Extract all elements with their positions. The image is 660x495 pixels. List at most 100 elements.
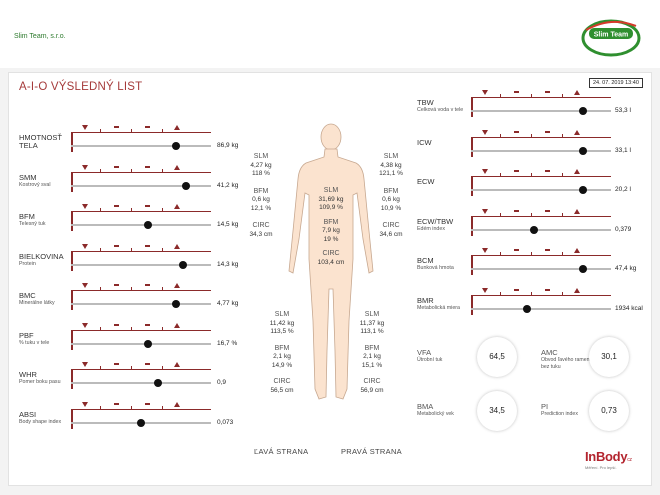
scale-start-bar xyxy=(71,211,73,231)
left-metric-scale xyxy=(71,204,211,234)
normal-range-mark xyxy=(144,363,150,365)
scale-tick xyxy=(562,212,563,217)
logo-text: Slim Team xyxy=(594,32,629,39)
left-metric-label: PBF% tuku v tele xyxy=(19,331,74,347)
left-metric-scale xyxy=(71,322,211,353)
left-metric-marker xyxy=(144,221,152,229)
seg-right-arm-slm-label: SLM xyxy=(383,153,399,160)
scale-tick xyxy=(500,291,502,296)
seg-left-leg-slm-kg: 11,42 kg xyxy=(269,319,295,327)
vfa-title: VFA xyxy=(417,348,432,357)
inbody-name: InBody xyxy=(585,449,628,464)
left-metric-marker xyxy=(181,181,190,190)
high-arrow-icon xyxy=(574,169,581,174)
right-metric-title: BCM xyxy=(417,256,434,265)
scale-track xyxy=(471,228,611,231)
low-arrow-icon xyxy=(82,283,88,288)
normal-range-mark xyxy=(544,288,550,291)
right-metric-scale xyxy=(471,208,611,239)
scale-track xyxy=(71,303,211,305)
bma-sub: Metabolický vek xyxy=(417,411,454,417)
low-arrow-icon xyxy=(482,90,488,95)
right-metric-value: 1934 kcal xyxy=(615,304,643,312)
right-metric-subtitle: Edém index xyxy=(417,225,445,232)
slim-team-logo: Slim Team xyxy=(581,19,641,57)
high-arrow-icon xyxy=(574,208,581,214)
scale-line xyxy=(71,290,211,291)
scale-tick xyxy=(131,208,133,212)
scale-tick xyxy=(531,252,533,256)
scale-line xyxy=(71,250,211,252)
scale-track xyxy=(71,263,211,266)
high-arrow-icon xyxy=(574,248,581,253)
low-arrow-icon xyxy=(482,208,488,214)
normal-range-mark xyxy=(113,165,119,168)
scale-tick xyxy=(131,366,133,370)
amc-circle: 30,1 xyxy=(589,337,629,377)
body-silhouette xyxy=(288,123,374,400)
scale-tick xyxy=(131,247,133,252)
scale-tick xyxy=(131,129,133,133)
scale-line xyxy=(71,408,211,410)
normal-range-mark xyxy=(144,402,150,405)
scale-track xyxy=(71,184,211,187)
seg-right-leg-circ: 56,9 cm xyxy=(360,386,384,394)
vfa-circle: 64,5 xyxy=(477,337,517,377)
left-metric-scale xyxy=(71,283,211,313)
seg-trunk-slm-pct: 109,9 % xyxy=(319,204,343,211)
left-metric-subtitle: Telesný tuk xyxy=(19,221,46,227)
seg-right-arm-slm-kg: 4,38 kg xyxy=(380,161,402,169)
left-metric-value: 0,9 xyxy=(217,379,227,386)
low-arrow-icon xyxy=(482,287,488,293)
left-metric-title: BFM xyxy=(19,212,35,221)
low-arrow-icon xyxy=(82,362,88,367)
left-metric-value: 14,5 kg xyxy=(217,221,239,228)
scale-tick xyxy=(562,133,563,138)
inbody-suffix: cz xyxy=(627,457,632,463)
scale-track xyxy=(71,342,211,345)
scale-track xyxy=(71,224,211,226)
normal-range-mark xyxy=(513,209,519,212)
seg-left-leg-slm-label: SLM xyxy=(274,311,290,318)
right-metric-scale xyxy=(471,248,611,278)
right-metric-subtitle: Celková voda v tele xyxy=(417,107,464,113)
scale-tick xyxy=(531,291,533,296)
scale-tick xyxy=(162,326,163,331)
scale-line xyxy=(71,369,211,370)
seg-left-arm-bfm-label: BFM xyxy=(253,187,269,195)
seg-left-arm-circ-label: CIRC xyxy=(252,222,270,229)
normal-range-mark xyxy=(513,249,519,251)
amc-title: AMC xyxy=(541,348,558,357)
normal-range-mark xyxy=(144,165,150,168)
left-metric-title: HMOTNOSŤ TELA xyxy=(19,133,62,150)
scale-tick xyxy=(100,168,102,173)
right-metric-title: BMR xyxy=(417,295,434,305)
left-metric-subtitle: Kostrový sval xyxy=(19,181,51,188)
right-metric-value: 53,3 l xyxy=(615,107,631,114)
left-metric-title: SMM xyxy=(19,172,37,182)
company-name: Slim Team, s.r.o. xyxy=(14,33,66,40)
normal-range-mark xyxy=(113,363,119,365)
scale-start-bar xyxy=(471,215,473,236)
low-arrow-icon xyxy=(482,129,488,135)
seg-right-leg-bfm-label: BFM xyxy=(364,344,380,352)
pi-sub: Prediction index xyxy=(541,411,578,417)
segment-right-leg: SLM 11,37 kg 113,1 % BFM 2,1 kg 15,1 % C… xyxy=(351,311,393,395)
vfa-label: VFA Útrobní tuk xyxy=(417,349,477,364)
scale-tick xyxy=(131,168,133,173)
right-metric-marker xyxy=(523,304,531,313)
right-metric-marker xyxy=(579,107,587,115)
normal-range-mark xyxy=(113,323,119,326)
scale-start-bar xyxy=(71,329,73,350)
